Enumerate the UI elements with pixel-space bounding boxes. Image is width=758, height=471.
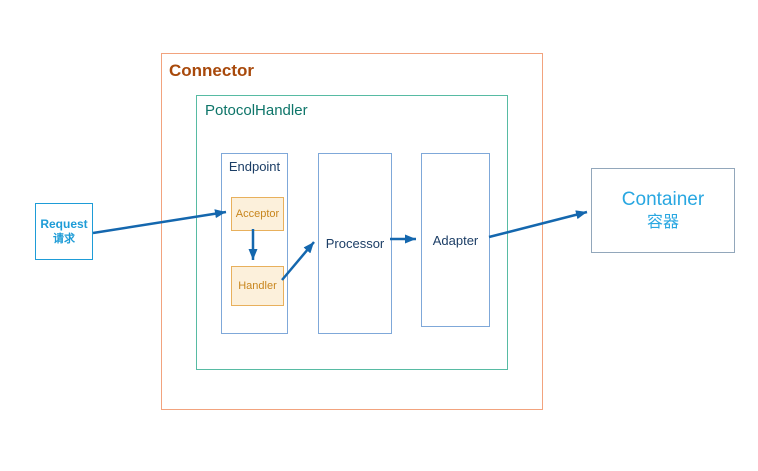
node-protocol-handler: PotocolHandler Endpoint Acceptor Handler… bbox=[196, 95, 508, 370]
node-connector: Connector PotocolHandler Endpoint Accept… bbox=[161, 53, 543, 410]
node-request: Request 请求 bbox=[35, 203, 93, 260]
node-endpoint: Endpoint Acceptor Handler bbox=[221, 153, 288, 334]
connector-title: Connector bbox=[169, 61, 254, 80]
request-sublabel: 请求 bbox=[53, 232, 75, 245]
node-processor: Processor bbox=[318, 153, 392, 334]
node-container: Container 容器 bbox=[591, 168, 735, 253]
request-label: Request bbox=[40, 216, 88, 231]
container-sublabel: 容器 bbox=[646, 213, 679, 231]
node-adapter: Adapter bbox=[421, 153, 490, 327]
container-label: Container bbox=[621, 188, 705, 210]
handler-label: Handler bbox=[238, 280, 277, 292]
node-handler: Handler bbox=[231, 266, 284, 306]
adapter-label: Adapter bbox=[432, 232, 479, 248]
endpoint-title: Endpoint bbox=[228, 159, 281, 174]
protocol-handler-title: PotocolHandler bbox=[205, 102, 308, 119]
node-acceptor: Acceptor bbox=[231, 197, 284, 231]
acceptor-label: Acceptor bbox=[235, 208, 280, 220]
processor-label: Processor bbox=[325, 236, 385, 251]
